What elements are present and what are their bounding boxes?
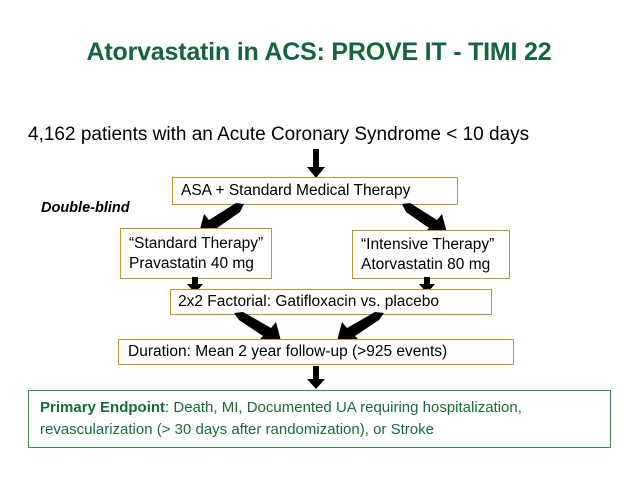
arrow-enrollment-to-asa xyxy=(307,149,325,178)
box-factorial-text: 2x2 Factorial: Gatifloxacin vs. placebo xyxy=(178,293,440,310)
enrollment-line: 4,162 patients with an Acute Coronary Sy… xyxy=(28,124,530,145)
box-standard-line2: Pravastatin 40 mg xyxy=(129,254,254,272)
box-standard-line1: “Standard Therapy” xyxy=(129,234,264,252)
box-duration: Duration: Mean 2 year follow-up (>925 ev… xyxy=(118,339,514,365)
box-intensive-line1: “Intensive Therapy” xyxy=(361,235,495,253)
box-intensive-line2: Atorvastatin 80 mg xyxy=(361,255,491,273)
box-standard-therapy: “Standard Therapy” Pravastatin 40 mg xyxy=(120,228,272,279)
arrow-asa-to-intensive xyxy=(402,203,447,233)
arrow-factorial-to-duration-right xyxy=(337,312,384,341)
arrow-duration-to-endpoint xyxy=(307,366,325,389)
primary-endpoint-label: Primary Endpoint xyxy=(40,399,166,416)
box-duration-text: Duration: Mean 2 year follow-up (>925 ev… xyxy=(128,343,448,360)
box-intensive-therapy: “Intensive Therapy” Atorvastatin 80 mg xyxy=(352,230,510,279)
arrow-asa-to-standard xyxy=(199,203,244,233)
arrow-standard-to-factorial xyxy=(187,277,203,293)
box-2x2-factorial: 2x2 Factorial: Gatifloxacin vs. placebo xyxy=(170,289,492,315)
page-title: Atorvastatin in ACS: PROVE IT - TIMI 22 xyxy=(86,38,552,66)
box-primary-endpoint: Primary Endpoint: Death, MI, Documented … xyxy=(28,390,611,448)
primary-endpoint-line1: : Death, MI, Documented UA requiring hos… xyxy=(165,399,522,416)
arrow-intensive-to-factorial xyxy=(419,277,435,293)
double-blind-label: Double-blind xyxy=(41,200,130,216)
box-asa-text: ASA + Standard Medical Therapy xyxy=(181,182,411,199)
arrow-factorial-to-duration-left xyxy=(234,312,281,341)
primary-endpoint-line2: revascularization (> 30 days after rando… xyxy=(40,421,434,438)
box-asa-standard-medical-therapy: ASA + Standard Medical Therapy xyxy=(172,177,458,205)
